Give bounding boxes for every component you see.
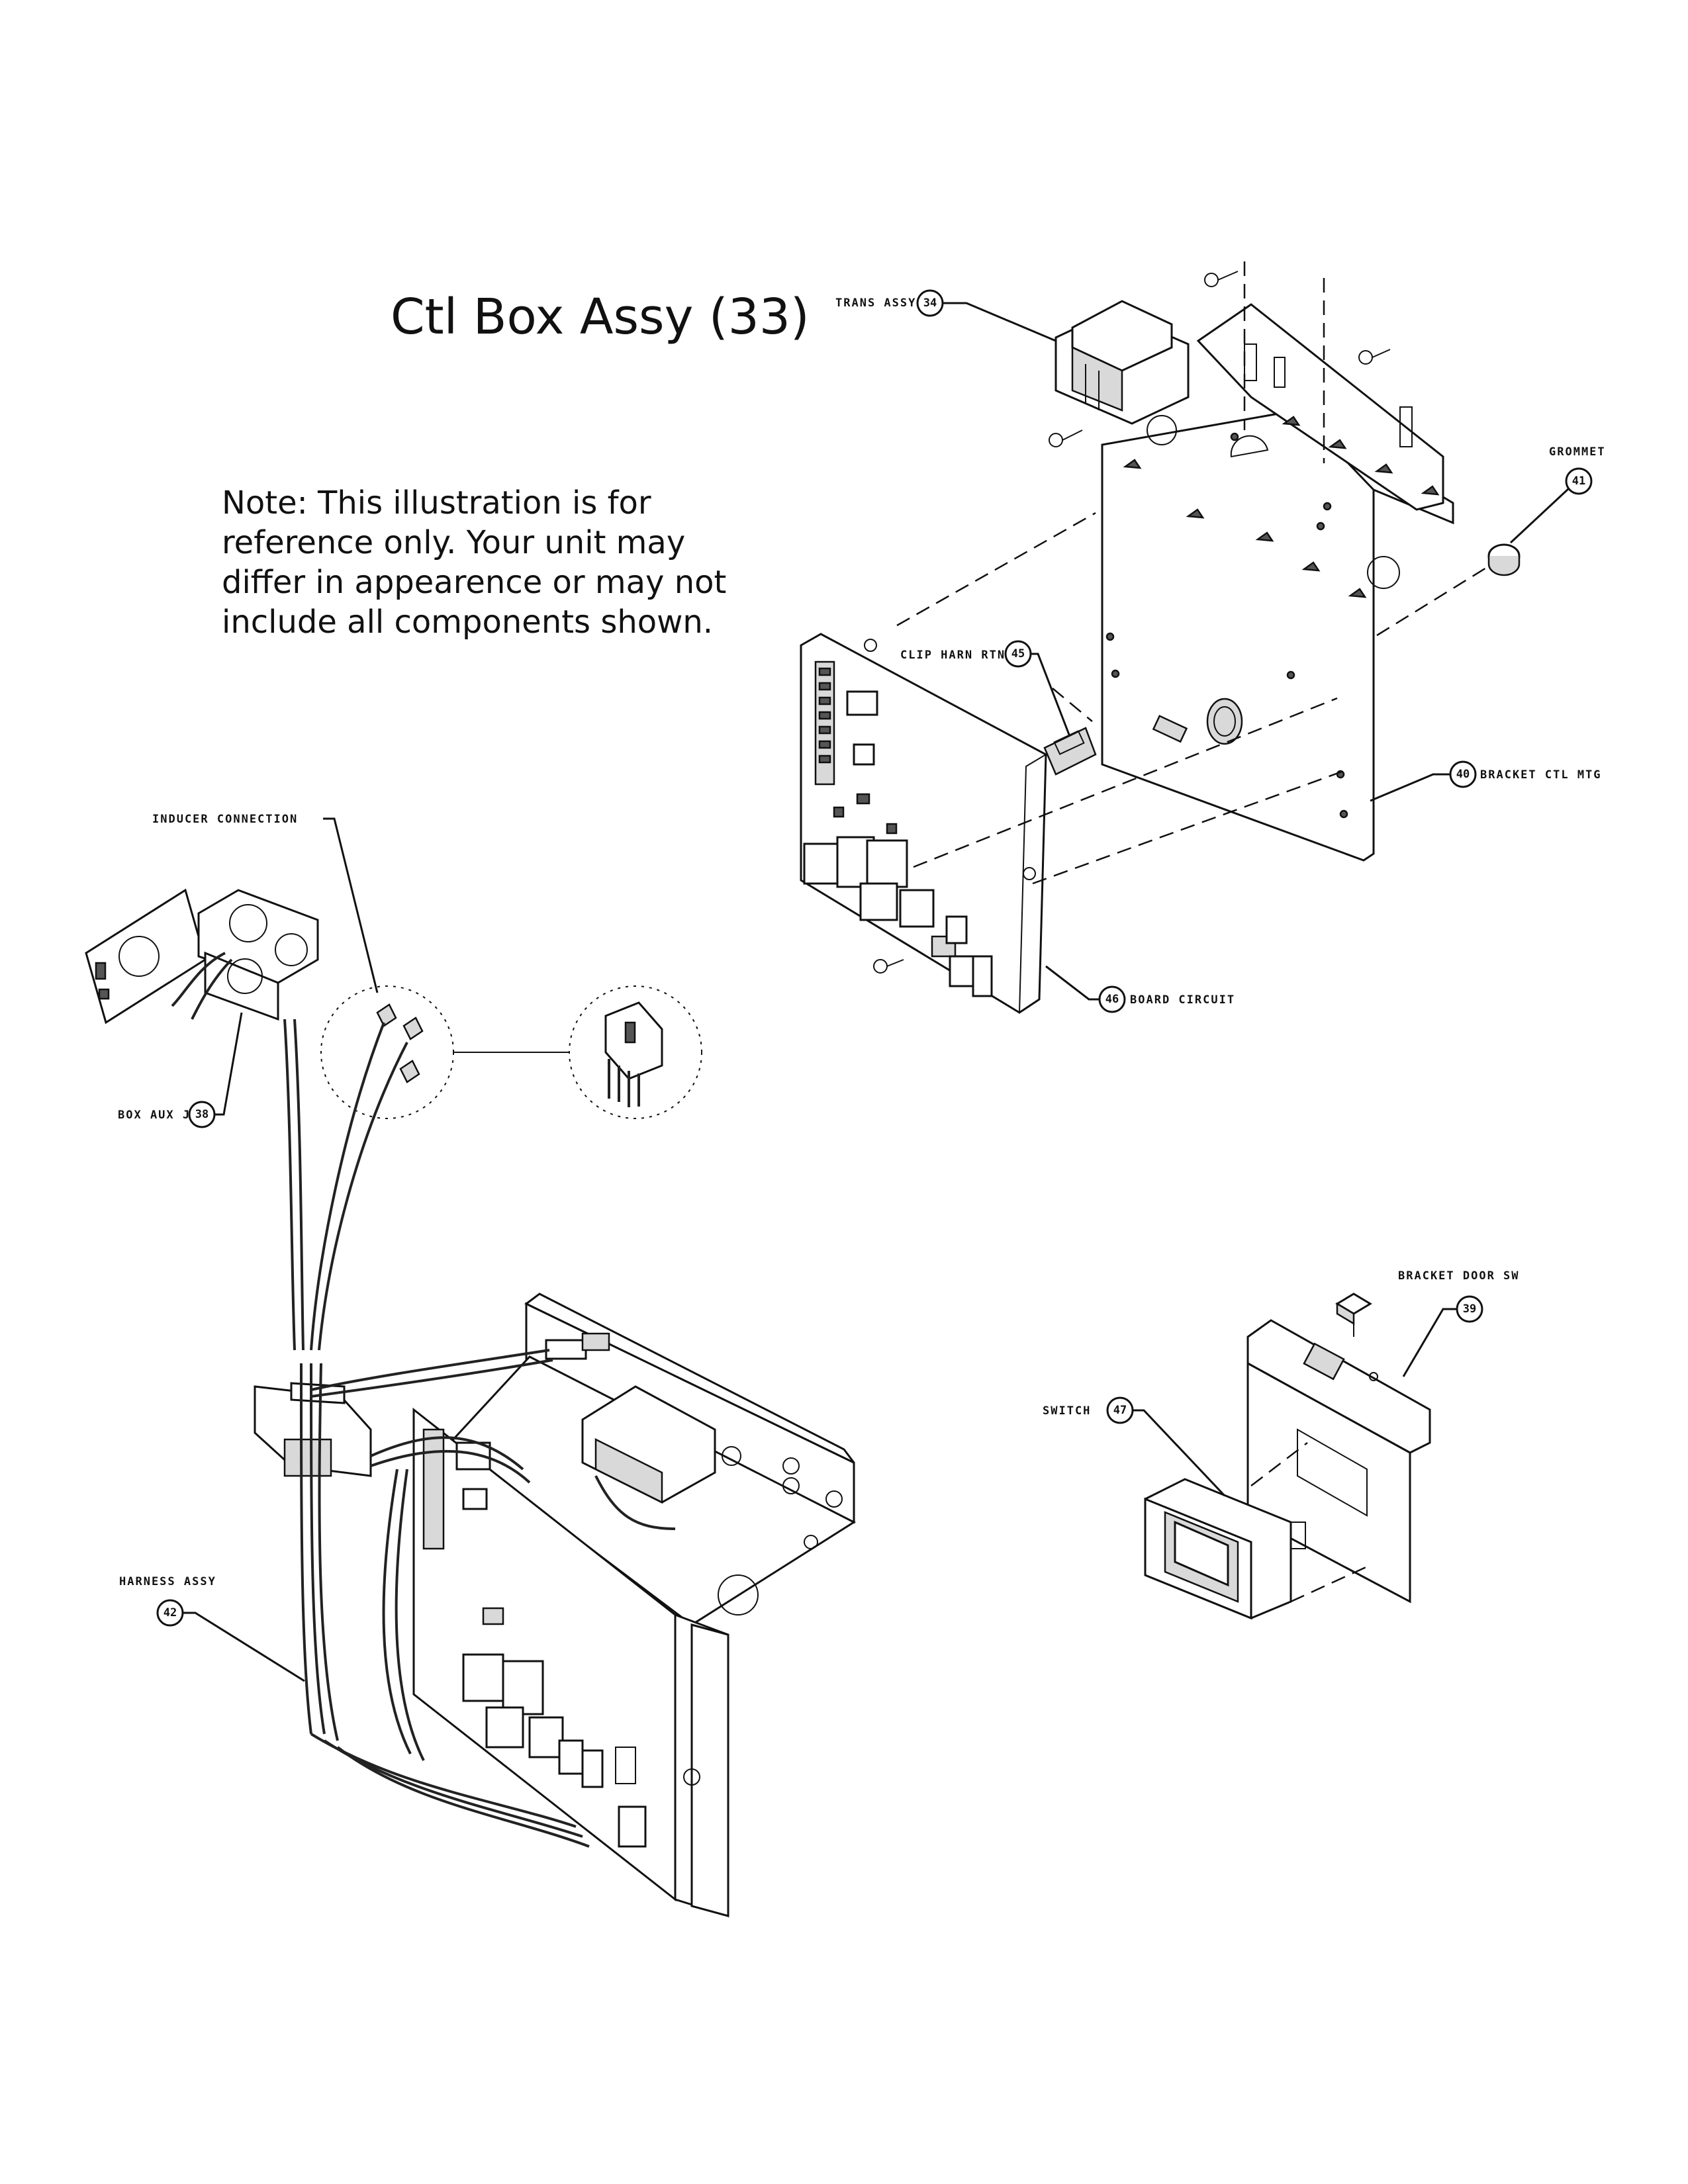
page-title: Ctl Box Assy (33) [391,289,810,345]
callout-clip-harn-rtnr: CLIP HARN RTNR 45 [900,640,1070,735]
note-line: reference only. Your unit may [222,524,686,561]
callout-bracket-door-sw: BRACKET DOOR SW 39 [1398,1269,1520,1377]
callout-label: TRANS ASSY [835,296,916,310]
switch-drawing [1144,1478,1306,1620]
callout-trans-assy: TRANS ASSY 34 [835,289,1056,342]
callout-label: BRACKET CTL MTG [1480,768,1602,782]
callout-board-circuit: 46 BOARD CIRCUIT [1045,965,1235,1013]
note-line: include all components shown. [222,604,714,641]
callout-label: HARNESS ASSY [119,1575,216,1588]
callout-inducer-connection: INDUCER CONNECTION [152,813,379,993]
callout-number: 39 [1463,1302,1476,1316]
grommet-drawing [1487,543,1521,576]
callout-label: SWITCH [1043,1404,1091,1418]
box-aux-j-drawing [85,888,319,1024]
callout-number: 47 [1113,1404,1127,1417]
callout-number: 42 [164,1606,177,1619]
reference-note: Note: This illustration is for reference… [222,483,738,642]
callout-label: BOARD CIRCUIT [1130,993,1235,1007]
clip-harness-drawing [1043,727,1097,776]
note-line: differ in appearence or may not [222,564,727,601]
inducer-connection-drawing [320,985,702,1119]
callout-label: GROMMET [1549,445,1606,459]
callout-label: BRACKET DOOR SW [1398,1269,1520,1283]
callout-grommet: GROMMET 41 [1509,445,1606,544]
bracket-ctl-mtg-drawing [1049,261,1454,862]
note-line: Note: This illustration is for [222,484,651,522]
callout-number: 40 [1456,768,1470,781]
callout-harness-assy: HARNESS ASSY 42 [119,1575,305,1682]
callout-number: 45 [1011,647,1025,660]
callout-number: 46 [1105,993,1119,1006]
bracket-door-sw-drawing [1246,1293,1431,1604]
callout-number: 34 [923,296,937,310]
callout-bracket-ctl-mtg: 40 BRACKET CTL MTG [1370,760,1602,802]
callout-label: INDUCER CONNECTION [152,813,298,826]
circuit-board-drawing [800,633,1047,1014]
transformer-drawing [1055,300,1190,425]
assembled-control-box-drawing [254,1293,857,1918]
callout-switch: SWITCH 47 [1043,1396,1226,1497]
callout-number: 38 [195,1108,209,1121]
callout-box-aux-j: BOX AUX J 38 [118,1012,243,1128]
callout-number: 41 [1572,475,1585,488]
callout-label: BOX AUX J [118,1109,191,1122]
wire-bundle-drawing [283,1019,408,1351]
callout-label: CLIP HARN RTNR [900,649,1013,662]
